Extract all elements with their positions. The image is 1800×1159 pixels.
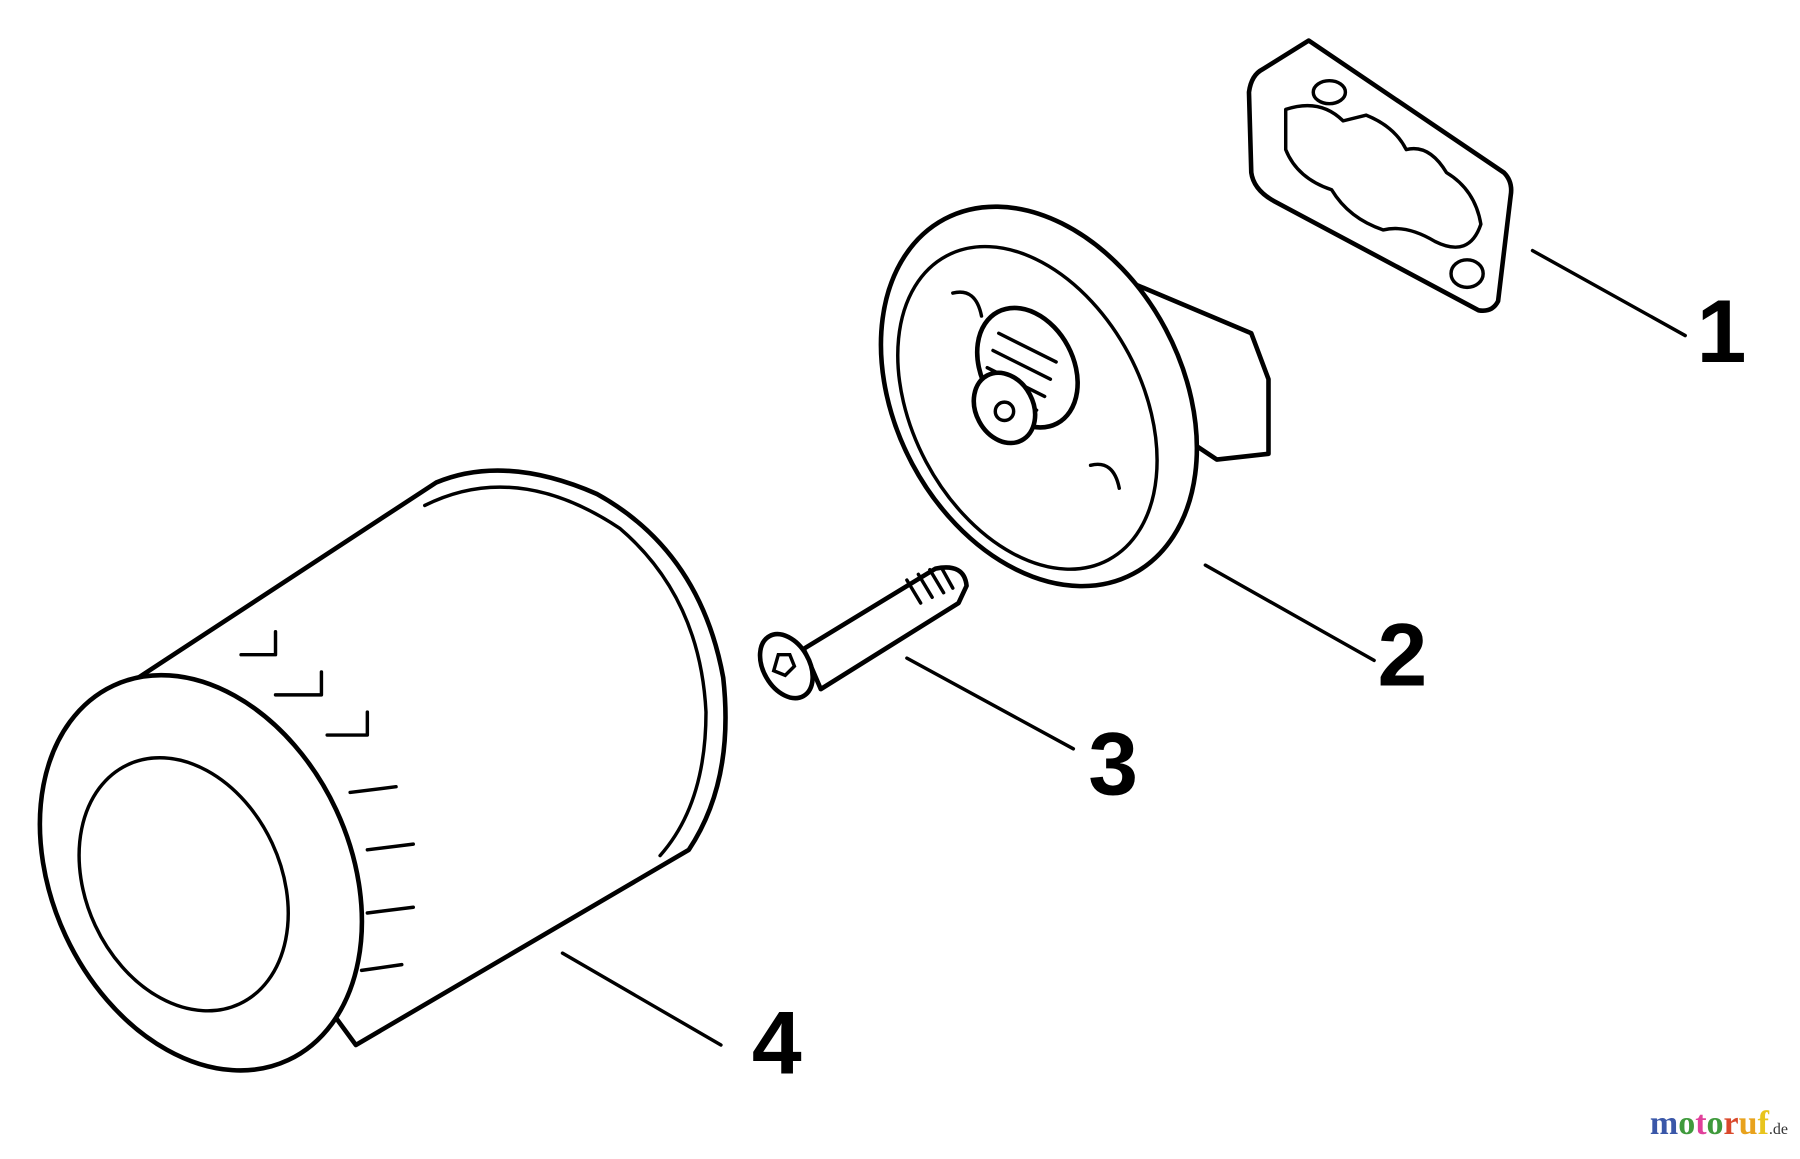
leader-line-1 [1530,248,1687,338]
watermark-letter: o [1706,1105,1724,1142]
watermark-letter: o [1678,1105,1696,1142]
callout-4: 4 [752,993,802,1093]
adapter-part [878,204,1271,589]
gasket-part [1246,38,1514,313]
watermark-letter: t [1695,1105,1707,1142]
leader-line-3 [905,656,1076,751]
watermark-letter: m [1649,1105,1679,1142]
watermark-letter: u [1738,1105,1758,1142]
callout-1: 1 [1697,281,1747,381]
watermark-logo: motoruf.de [1649,1105,1788,1142]
oil-filter-part [37,468,728,1073]
callout-2: 2 [1378,605,1428,705]
callout-3: 3 [1088,714,1138,814]
screw-part [757,565,969,701]
leader-line-2 [1203,563,1376,663]
watermark-letter: f [1757,1105,1769,1142]
watermark-letter: r [1723,1105,1739,1142]
leader-line-4 [560,951,723,1047]
